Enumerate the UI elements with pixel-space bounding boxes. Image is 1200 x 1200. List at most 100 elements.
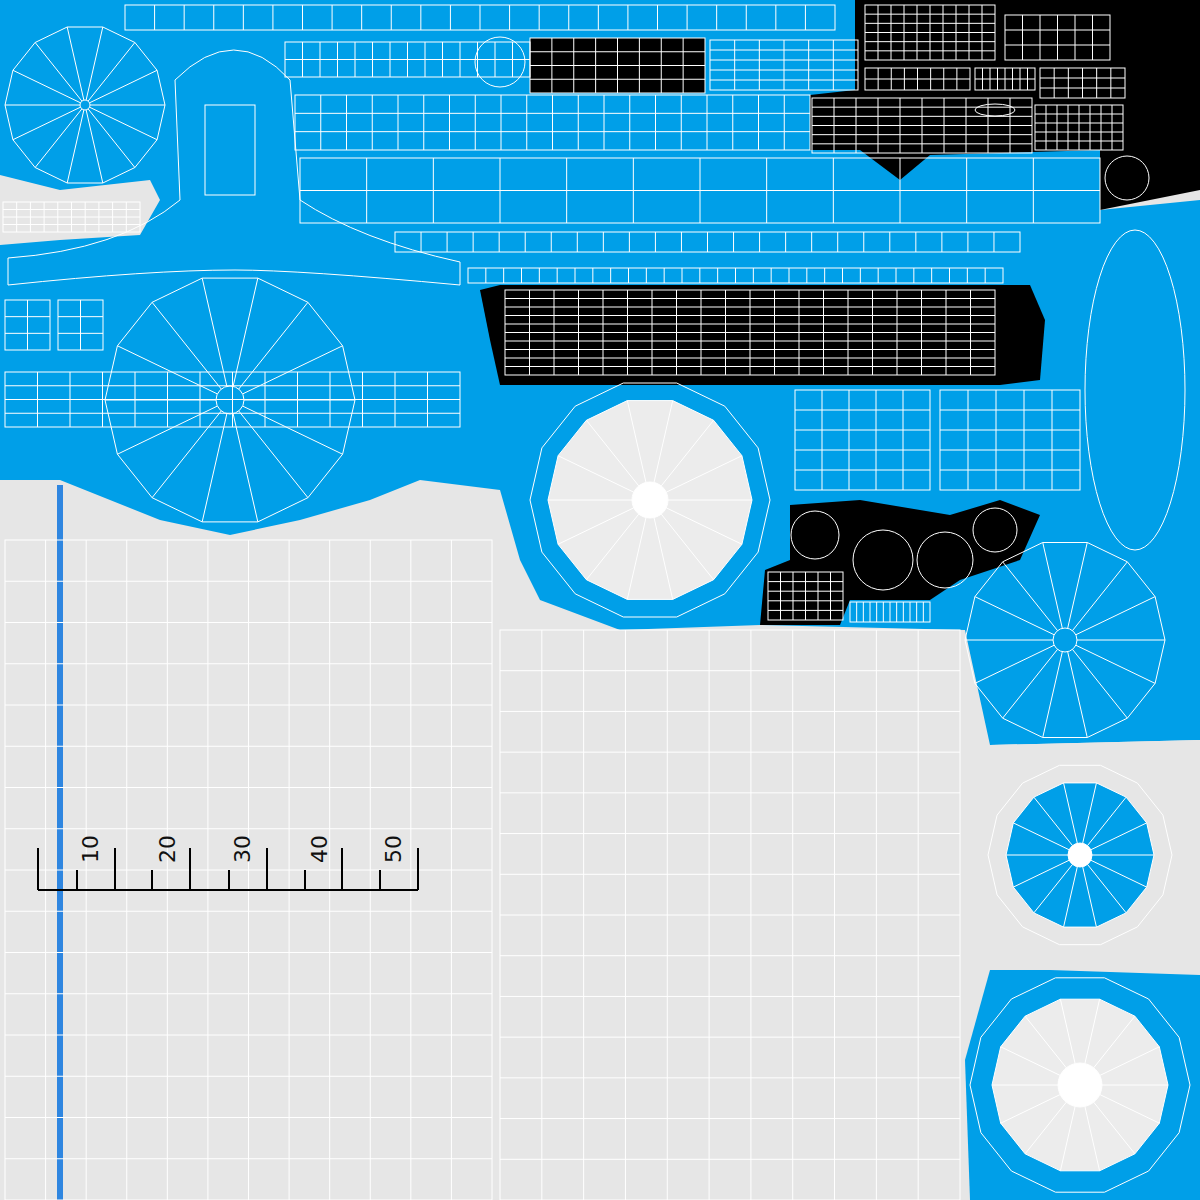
wireframe — [285, 59, 530, 60]
wireframe — [1085, 230, 1185, 550]
wireframe — [1046, 105, 1047, 150]
wireframe — [505, 307, 995, 308]
wireframe — [768, 610, 843, 611]
wireframe — [812, 98, 1032, 153]
wireframe — [970, 978, 1190, 1192]
wireframe — [666, 456, 742, 492]
wireframe — [86, 110, 103, 183]
wireframe — [710, 70, 858, 71]
wireframe — [661, 420, 713, 486]
wireframe — [586, 514, 638, 580]
wireframe — [500, 1118, 960, 1119]
wireframe — [5, 372, 460, 427]
wireframe — [890, 602, 891, 622]
wireframe — [916, 602, 917, 622]
wireframe — [8, 50, 460, 285]
wireframe — [811, 232, 812, 252]
wireframe — [967, 268, 968, 283]
wireframe — [780, 572, 781, 620]
wireframe — [965, 543, 1165, 738]
wireframe — [5, 581, 492, 582]
wireframe — [812, 107, 1032, 108]
wireframe — [3, 202, 140, 232]
wireframe — [883, 602, 884, 622]
ruler-number: 20 — [157, 835, 179, 863]
wireframe — [500, 1077, 960, 1078]
wireframe — [865, 68, 970, 90]
wireframe — [837, 232, 838, 252]
wireframe — [967, 232, 968, 252]
wireframe — [500, 752, 960, 753]
wireframe — [125, 5, 835, 30]
wireframe — [784, 95, 785, 150]
wireframe — [475, 95, 476, 150]
wireframe — [90, 70, 158, 103]
wireframe — [1064, 783, 1078, 843]
wireframe — [865, 14, 995, 15]
wireframe — [88, 109, 135, 168]
wireframe — [710, 80, 858, 81]
wireframe — [1035, 123, 1123, 124]
wireframe — [5, 540, 492, 1200]
wireframe — [842, 268, 843, 283]
wireframe — [865, 79, 970, 80]
wireframe — [80, 300, 81, 350]
wireframe — [940, 390, 1080, 490]
wireframe — [629, 95, 630, 150]
wireframe — [302, 5, 303, 30]
wireframe — [710, 40, 858, 90]
wireframe — [1035, 105, 1123, 150]
wireframe — [548, 401, 752, 600]
wireframe — [521, 268, 522, 283]
wireframe — [3, 209, 140, 210]
wireframe — [80, 100, 90, 110]
wireframe — [610, 268, 611, 283]
wireframe — [1005, 15, 1110, 60]
wireframe — [771, 268, 772, 283]
wireframe — [992, 999, 1168, 1171]
wireframe — [5, 27, 165, 183]
wireframe — [915, 232, 916, 252]
wireframe — [1077, 640, 1165, 641]
wireframe — [699, 268, 700, 283]
wireframe — [1075, 15, 1076, 60]
wireframe — [485, 268, 486, 283]
wireframe — [58, 300, 103, 350]
wireframe — [791, 511, 839, 559]
wireframe — [707, 232, 708, 252]
wireframe — [391, 5, 392, 30]
wireframe — [910, 602, 911, 622]
wireframe — [1112, 105, 1113, 150]
wireframe — [940, 430, 1080, 431]
wireframe — [865, 41, 995, 42]
wireframe — [878, 268, 879, 283]
wireframe — [865, 23, 995, 24]
wireframe — [975, 597, 1054, 635]
wireframe — [530, 38, 705, 93]
wireframe — [447, 232, 448, 252]
wireframe — [5, 705, 492, 706]
wireframe — [870, 602, 871, 622]
wireframe — [500, 1037, 960, 1038]
wireframe — [205, 105, 255, 195]
wireframe — [1034, 864, 1073, 912]
wireframe — [1040, 68, 1125, 98]
wireframe — [1085, 1106, 1100, 1170]
wireframe — [243, 346, 343, 394]
wireframe — [818, 572, 819, 620]
wireframe — [1096, 68, 1097, 98]
wireframe — [768, 581, 843, 582]
wireframe — [395, 232, 1020, 252]
wireframe — [666, 508, 742, 544]
wireframe — [732, 95, 733, 150]
wireframe — [1057, 15, 1058, 60]
wireframe — [992, 1085, 1058, 1086]
wireframe — [395, 232, 1020, 252]
wireframe — [525, 232, 526, 252]
wireframe — [628, 268, 629, 283]
wireframe — [795, 450, 930, 451]
wireframe — [865, 50, 995, 51]
wireframe — [941, 232, 942, 252]
wireframe — [592, 268, 593, 283]
wireframe — [530, 51, 705, 52]
